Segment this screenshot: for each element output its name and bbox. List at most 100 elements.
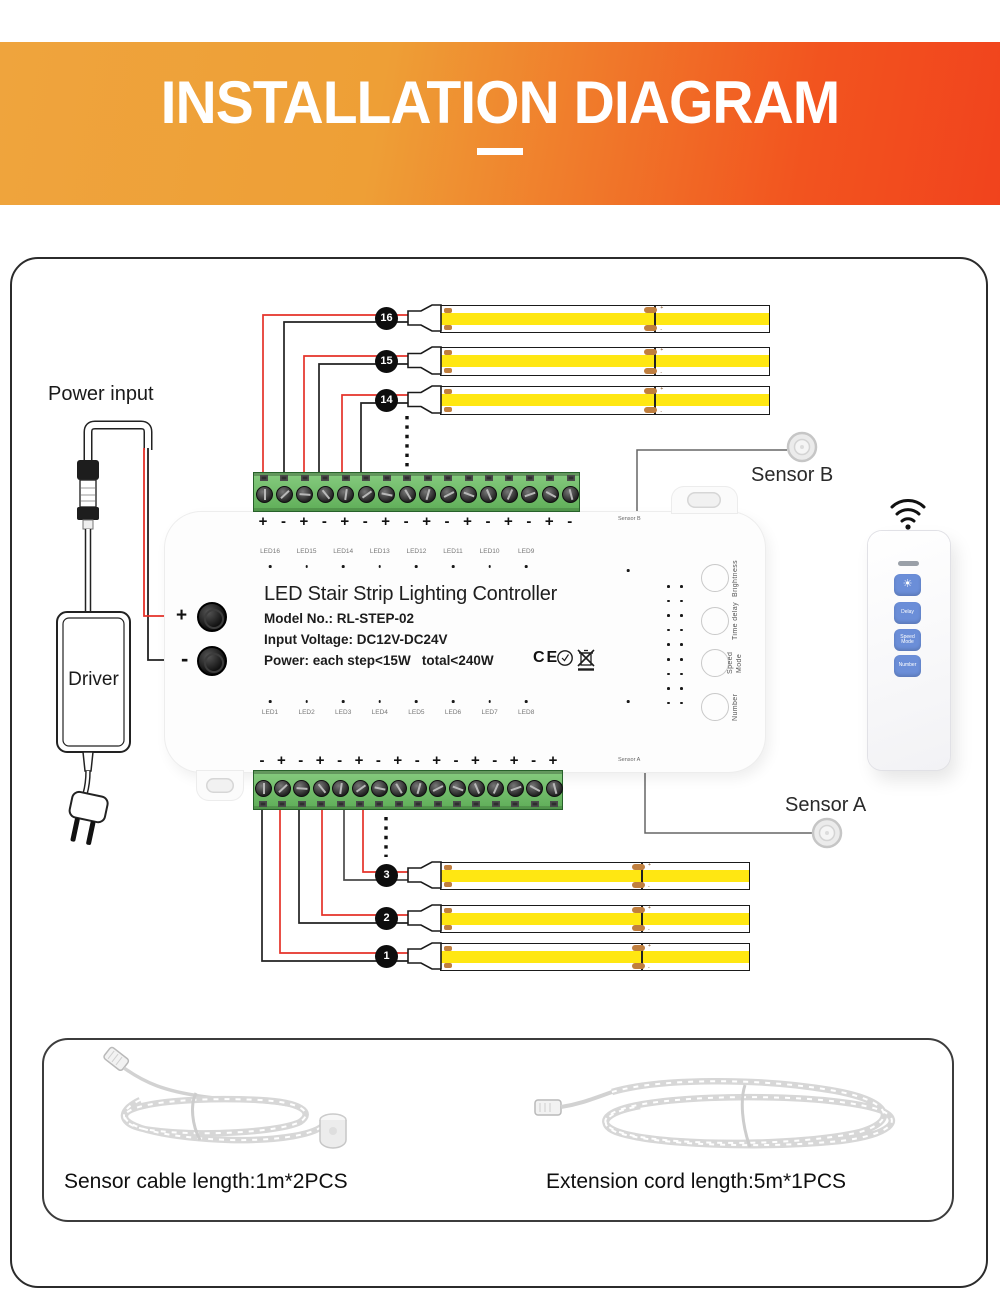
extension-cord-image — [534, 1077, 896, 1149]
status-dot — [667, 687, 670, 690]
polarity-sign: - — [259, 752, 265, 769]
solder-pad — [631, 925, 645, 931]
solder-pad — [444, 963, 452, 968]
terminal-clamp — [525, 475, 534, 481]
screw-slot — [355, 784, 366, 793]
status-dot — [667, 628, 670, 632]
strip-number-badge: 16 — [375, 307, 398, 330]
polarity-sign: + — [504, 513, 513, 530]
polarity-sign: + — [393, 752, 403, 769]
strip-segment-line — [654, 306, 656, 332]
terminal-screw — [337, 486, 355, 503]
pad-minus-mark: - — [647, 884, 650, 890]
terminal-screw — [562, 486, 580, 503]
status-dot — [680, 585, 683, 588]
led-indicator-dot — [341, 700, 345, 703]
power-terminal-positive — [197, 602, 227, 632]
solder-pad — [644, 307, 658, 313]
remote-indicator-light — [898, 561, 919, 566]
speed-mode-button — [701, 649, 729, 677]
terminal-clamp — [362, 475, 371, 481]
screw-slot — [317, 783, 326, 794]
polarity-sign: + — [381, 513, 391, 530]
screw-slot — [395, 783, 403, 794]
controller-voltage: Input Voltage: DC12V-DC24V — [264, 632, 448, 647]
strip-connector — [407, 904, 442, 933]
polarity-sign: + — [315, 752, 325, 769]
cert-icons — [557, 649, 595, 671]
screw-slot — [339, 782, 343, 795]
solder-pad — [631, 882, 645, 888]
number-label: Number — [732, 693, 739, 721]
polarity-sign: - — [280, 513, 286, 530]
solder-pad — [444, 882, 452, 887]
terminal-clamp — [423, 475, 432, 481]
polarity-sign: - — [531, 752, 537, 769]
solder-pad — [631, 864, 645, 870]
led-indicator-dot — [268, 565, 272, 568]
strip-segment-line — [654, 387, 656, 414]
remote-brightness-button: ☀ — [894, 574, 921, 596]
strip-yellow-band — [441, 394, 769, 407]
terminal-screw — [506, 780, 524, 797]
screw-slot — [486, 489, 493, 500]
solder-pad — [644, 325, 658, 331]
terminal-screw — [357, 486, 375, 503]
strip-yellow-band — [441, 869, 749, 882]
screw-slot — [263, 489, 266, 500]
terminal-screw — [351, 780, 369, 797]
terminal-clamp — [491, 801, 500, 807]
rohs-circle-icon — [557, 650, 573, 666]
solder-pad — [444, 908, 452, 913]
terminal-screw — [254, 780, 272, 797]
power-plug — [68, 790, 109, 845]
sensor-a-head — [811, 817, 843, 849]
strip-segment-line — [641, 863, 643, 889]
terminal-screw — [398, 486, 416, 503]
strip-number-badge: 3 — [375, 864, 398, 887]
terminal-screw — [255, 486, 273, 503]
polarity-sign: - — [567, 513, 573, 530]
terminal-clamp — [414, 801, 423, 807]
led-channel-label: LED8 — [518, 709, 535, 716]
terminal-screw — [429, 780, 447, 797]
power-input-label: Power input — [48, 383, 154, 405]
led-strip: +-1 — [375, 942, 750, 971]
terminal-clamp — [280, 475, 289, 481]
polarity-sign: + — [548, 752, 558, 769]
sensor-a-label: Sensor A — [785, 794, 867, 816]
terminal-screw — [378, 486, 396, 503]
polarity-sign: - — [362, 513, 368, 530]
terminal-clamp — [453, 801, 461, 807]
terminal-clamp — [259, 801, 267, 807]
solder-pad — [444, 325, 452, 330]
led-indicator-dot — [305, 700, 308, 703]
terminal-screw — [293, 780, 311, 797]
terminal-clamp — [472, 801, 481, 807]
terminal-screw — [467, 780, 485, 797]
screw-slot — [529, 785, 541, 792]
terminal-clamp — [356, 801, 364, 807]
polarity-row-bottom: -+-+-+-+-+-+-+-+ — [253, 752, 563, 769]
terminal-screw — [545, 780, 563, 797]
status-dot — [667, 599, 670, 603]
led-channel-label: LED14 — [333, 548, 354, 555]
led-channel-label: LED1 — [261, 709, 279, 716]
terminal-clamp — [260, 475, 268, 481]
screw-slot — [280, 490, 290, 499]
led-indicator-dot — [378, 565, 382, 568]
solder-pad — [644, 349, 658, 355]
status-dot — [680, 658, 683, 661]
screw-slot — [361, 490, 372, 499]
screw-slot — [403, 489, 412, 500]
input-plus-mark: + — [176, 605, 188, 626]
led-channel-label: LED10 — [479, 548, 500, 555]
pad-minus-mark: - — [647, 927, 650, 933]
strip-number-badge: 15 — [375, 349, 398, 373]
page-title: INSTALLATION DIAGRAM — [160, 69, 841, 136]
terminal-screw — [480, 486, 498, 503]
extension-cord-label: Extension cord length:5m*1PCS — [546, 1170, 846, 1193]
wifi-icon — [890, 499, 926, 530]
strip-connector — [407, 942, 442, 971]
